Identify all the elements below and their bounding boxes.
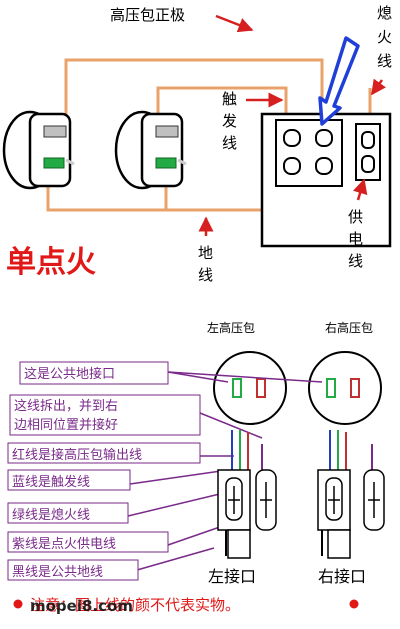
right-coil-drawing bbox=[114, 110, 187, 190]
legend-move-wire-2: 边相同位置并接好 bbox=[14, 417, 118, 433]
trigger-wire bbox=[156, 86, 288, 128]
blue-arrow bbox=[318, 36, 360, 126]
hv-positive-wire bbox=[64, 58, 324, 122]
left-coil-drawing bbox=[2, 110, 75, 190]
footer-dot-right bbox=[349, 599, 359, 609]
left-coil-label: 左高压包 bbox=[207, 320, 255, 335]
svg-text:触: 触 bbox=[222, 90, 237, 108]
left-connector bbox=[217, 469, 277, 559]
flameout-arrow bbox=[370, 78, 386, 96]
svg-text:发: 发 bbox=[222, 112, 237, 130]
hv-positive-label: 高压包正极 bbox=[110, 6, 185, 24]
ground-label: 地 线 bbox=[198, 244, 213, 284]
svg-text:线: 线 bbox=[377, 52, 392, 70]
flameout-label: 熄 火 线 bbox=[377, 4, 392, 70]
svg-text:线: 线 bbox=[222, 134, 237, 152]
legend-green-wire: 绿线是熄火线 bbox=[12, 508, 90, 523]
red-arrows bbox=[198, 14, 386, 236]
legend-purple-wire: 紫线是点火供电线 bbox=[12, 537, 116, 552]
legend-blue-wire: 蓝线是触发线 bbox=[12, 474, 90, 490]
bottom-diagram: 左高压包 右高压包 bbox=[7, 320, 385, 615]
watermark: mopei8.com bbox=[30, 597, 133, 615]
left-coil-top-view bbox=[213, 351, 287, 425]
power-label: 供 电 线 bbox=[348, 208, 363, 270]
svg-text:线: 线 bbox=[348, 252, 363, 270]
svg-text:供: 供 bbox=[348, 208, 363, 226]
footer-note: 注意：图上线的颜不代表实物。 bbox=[30, 596, 240, 614]
right-coil-label: 右高压包 bbox=[325, 320, 373, 335]
trigger-label: 触 发 线 bbox=[222, 90, 237, 152]
power-arrow bbox=[352, 178, 368, 201]
hv-arrow bbox=[215, 14, 254, 33]
svg-text:熄: 熄 bbox=[377, 4, 392, 22]
left-port-label: 左接口 bbox=[208, 567, 256, 586]
svg-text:线: 线 bbox=[198, 266, 213, 284]
right-port-label: 右接口 bbox=[318, 567, 366, 586]
svg-text:地: 地 bbox=[198, 244, 213, 262]
right-connector bbox=[317, 469, 385, 559]
right-coil-top-view bbox=[308, 351, 382, 425]
svg-text:电: 电 bbox=[348, 230, 363, 248]
legend-common-ground: 这是公共地接口 bbox=[24, 366, 115, 382]
top-diagram: 高压包正极 熄 火 线 触 发 线 供 电 线 地 线 单点火 bbox=[2, 4, 392, 284]
footer-dot-left bbox=[13, 599, 23, 609]
connector-box bbox=[260, 112, 392, 248]
legend-black-wire: 黑线是公共地线 bbox=[12, 565, 103, 580]
diagram-title: 单点火 bbox=[6, 245, 96, 280]
svg-text:火: 火 bbox=[377, 28, 392, 46]
legend-red-wire: 红线是接高压包输出线 bbox=[12, 447, 142, 463]
legend-move-wire-1: 这线拆出，并到右 bbox=[14, 398, 118, 414]
legend: 这是公共地接口 这线拆出，并到右 边相同位置并接好 红线是接高压包输出线 蓝线是… bbox=[7, 361, 201, 581]
